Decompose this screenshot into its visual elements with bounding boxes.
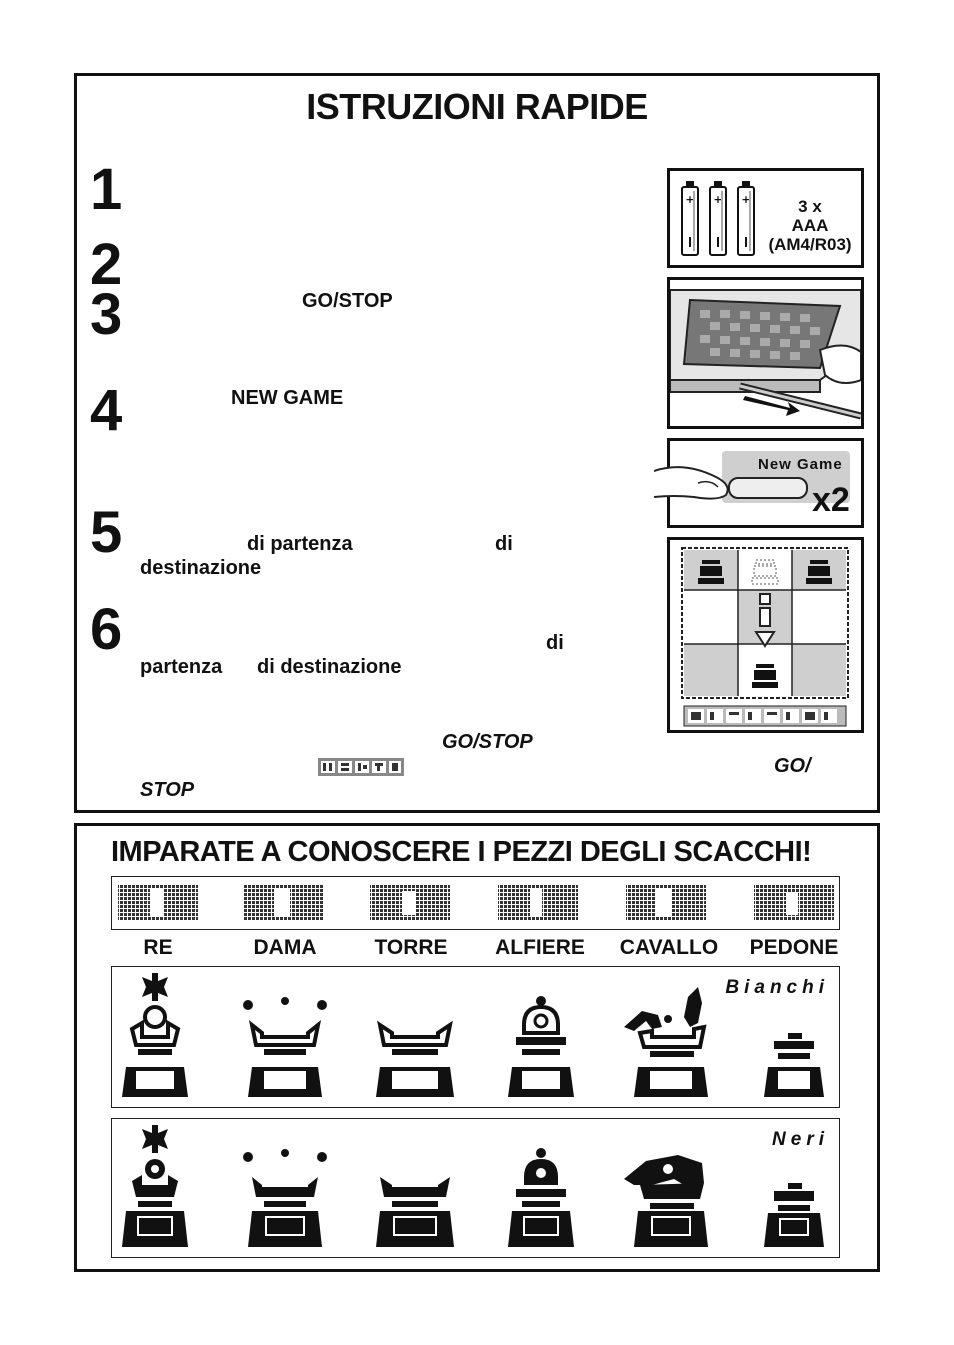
white-knight-icon: [624, 987, 708, 1097]
white-pawn-icon: [764, 1033, 824, 1097]
black-queen-icon: [243, 1149, 327, 1247]
white-queen-icon: [243, 997, 327, 1097]
svg-text:+: +: [685, 193, 694, 206]
svg-text:+: +: [741, 193, 750, 206]
piece-name-queen: DAMA: [253, 936, 317, 959]
step-6-go-key: GO/: [774, 755, 811, 777]
white-king-icon: [122, 973, 188, 1097]
device-pen-illustration-box: [667, 277, 864, 429]
new-game-button-key: [728, 477, 808, 499]
step-1-number: 1: [90, 157, 123, 222]
svg-text:+: +: [713, 193, 722, 206]
piece-name-bishop: ALFIERE: [495, 936, 585, 959]
step-4-number: 4: [90, 378, 123, 443]
battery-code: (AM4/R03): [768, 235, 852, 254]
piece-name-king: RE: [143, 936, 173, 959]
battery-illustration-box: + + + 3 x AAA (AM4/R03): [667, 168, 864, 268]
step-3-go-stop-key: GO/STOP: [302, 290, 393, 312]
lcd-symbols: [118, 885, 834, 921]
pressing-finger-icon: [654, 466, 729, 500]
board-move-illustration-box: [667, 537, 864, 733]
white-rook-icon: [376, 1020, 454, 1097]
lcd-symbol-strip: [111, 876, 840, 930]
press-twice-label: x2: [812, 481, 850, 519]
lcd-thinking-icon: [318, 758, 404, 776]
piece-name-pawn: PEDONE: [749, 936, 839, 959]
step-5-destination: destinazione: [140, 557, 262, 579]
piece-name-rook: TORRE: [374, 936, 448, 959]
black-label: Neri: [772, 1129, 829, 1150]
black-bishop-icon: [508, 1148, 574, 1247]
black-knight-icon: [624, 1155, 708, 1247]
pieces-panel: IMPARATE A CONOSCERE I PEZZI DEGLI SCACC…: [74, 823, 880, 1272]
white-label: Bianchi: [725, 977, 829, 998]
white-bishop-icon: [508, 996, 574, 1097]
step-5-start-square: di partenza: [247, 533, 353, 555]
step-6-number: 6: [90, 597, 123, 662]
board-move-drawing: [681, 547, 849, 727]
device-pen-drawing: [670, 289, 861, 420]
step-6-go-stop-key: GO/STOP: [442, 731, 533, 753]
step-5-number: 5: [90, 500, 123, 565]
piece-name-knight: CAVALLO: [619, 936, 719, 959]
step-5-di: di: [495, 533, 513, 555]
quick-instructions-title: ISTRUZIONI RAPIDE: [306, 86, 648, 127]
step-6-start: partenza: [140, 656, 223, 678]
black-pieces-row: Neri: [111, 1118, 840, 1258]
pieces-title: IMPARATE A CONOSCERE I PEZZI DEGLI SCACC…: [111, 836, 812, 868]
battery-type: AAA: [791, 216, 829, 235]
step-2-number: 2: [90, 232, 123, 297]
new-game-button-label: New Game: [758, 456, 843, 473]
step-4-new-game-key: NEW GAME: [231, 387, 344, 409]
battery-count: 3 x: [798, 197, 822, 216]
step-6-di: di: [546, 632, 564, 654]
step-6-destination: di destinazione: [257, 656, 402, 678]
black-pawn-icon: [764, 1183, 824, 1247]
black-rook-icon: [376, 1177, 454, 1247]
black-king-icon: [122, 1125, 188, 1247]
step-6-stop-key: STOP: [140, 779, 195, 801]
new-game-press-box: New Game x2: [654, 438, 864, 528]
step-3-number: 3: [90, 282, 123, 347]
battery-icons: + + +: [681, 181, 755, 256]
white-pieces-row: Bianchi: [111, 966, 840, 1108]
quick-instructions-panel: ISTRUZIONI RAPIDE 1 2 3 GO/STOP 4 NEW GA…: [74, 73, 880, 813]
